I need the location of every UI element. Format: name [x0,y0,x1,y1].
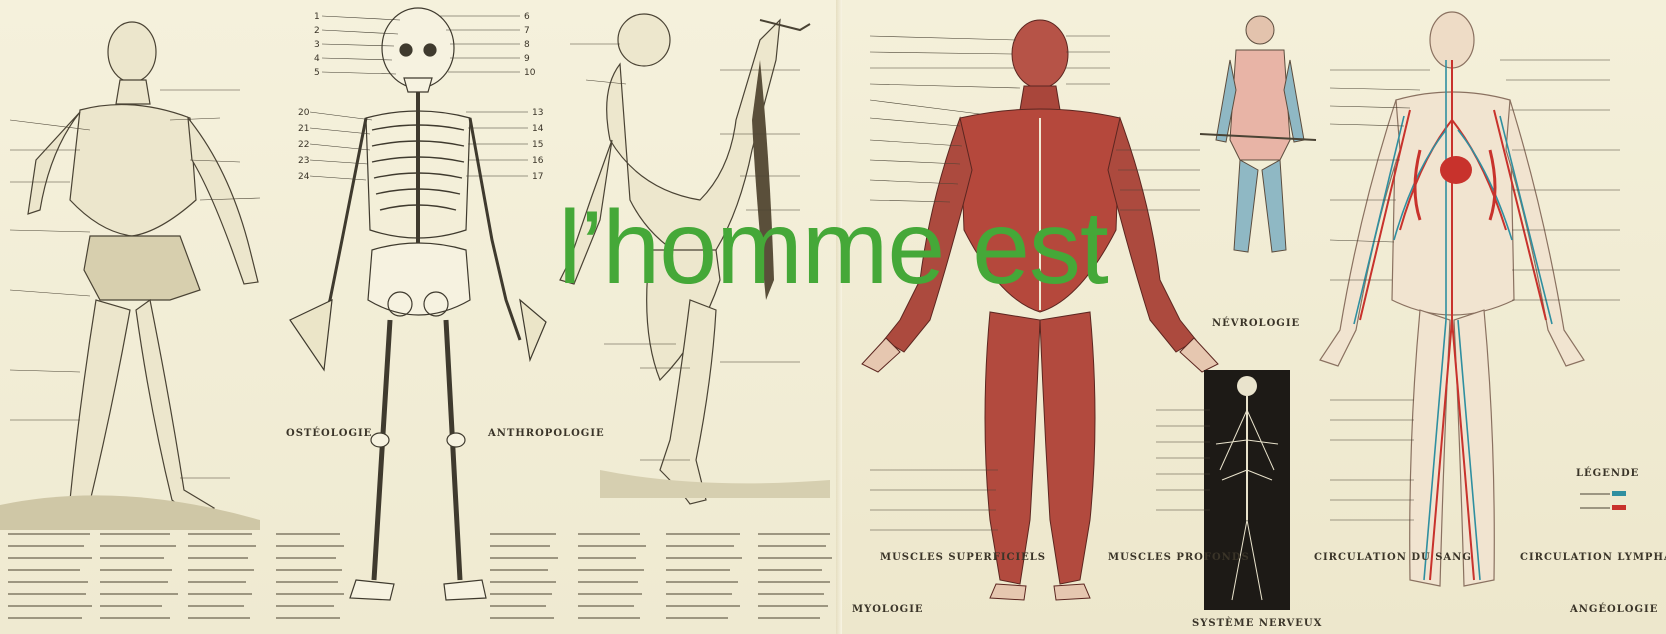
caption-myologie: MYOLOGIE [852,604,924,615]
caption-angeologie: ANGÉOLOGIE [1569,603,1658,615]
caption-circulation-sang: CIRCULATION DU SANG [1314,552,1472,563]
skeleton-label: 15 [532,140,543,150]
skeleton-label: 24 [298,172,310,182]
skeleton-label: 23 [298,156,309,166]
caption-systeme-nerveux: SYSTÈME NERVEUX [1192,617,1322,629]
skeleton-label: 6 [524,12,530,22]
caption-anthropologie: ANTHROPOLOGIE [487,428,605,439]
caption-muscles-profonds: MUSCLES PROFONDS [1108,552,1250,563]
skeleton-label: 8 [524,40,530,50]
skeleton-label: 16 [532,156,544,166]
skeleton-label: 13 [532,108,543,118]
legend-swatch-vein [1612,491,1626,496]
legend-swatches [1580,491,1626,510]
skeleton-label: 14 [532,124,544,134]
skeleton-label: 2 [314,26,320,36]
skeleton-label: 22 [298,140,309,150]
skeleton-label: 4 [314,54,320,64]
left-legend-rows [8,534,832,618]
caption-nevrologie: NÉVROLOGIE [1212,317,1300,329]
skeleton-label: 7 [524,26,530,36]
skeleton-label: 10 [524,68,536,78]
skeleton-label: 5 [314,68,320,78]
muscle-figure-illustration [862,20,1218,600]
caption-muscles-superficiels: MUSCLES SUPERFICIELS [880,552,1046,563]
skeleton-label: 3 [314,40,320,50]
skeleton-label: 17 [532,172,543,182]
skeleton-label: 9 [524,54,530,64]
caption-osteologie: OSTÉOLOGIE [286,427,372,439]
nervous-system-panel [1204,370,1290,610]
skeleton-label: 21 [298,124,309,134]
legend-swatch-artery [1612,505,1626,510]
nervous-leader-lines [1156,410,1210,510]
caption-circulation-lymph: CIRCULATION LYMPHATIQUE [1520,552,1666,563]
skeleton-label: 20 [298,108,310,118]
caption-legende: LÉGENDE [1576,467,1639,479]
skeleton-label: 1 [314,12,320,22]
headline-text: l’homme est [0,188,1666,308]
